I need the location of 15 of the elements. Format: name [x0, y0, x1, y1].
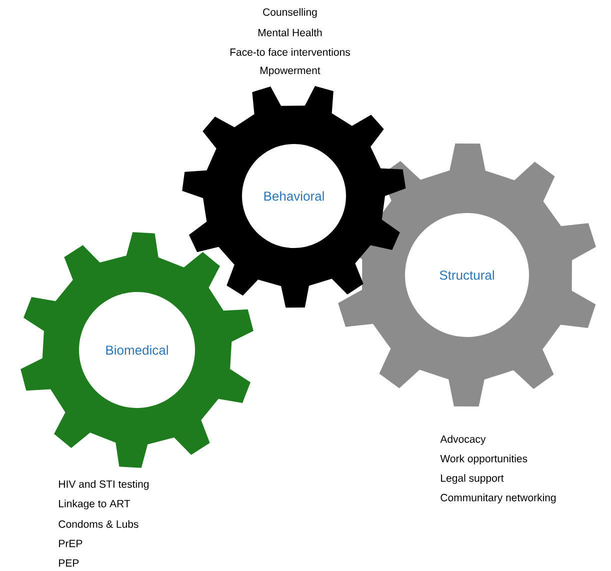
- list-item: Linkage to ART: [59, 500, 130, 510]
- list-item: Communitary networking: [440, 494, 556, 504]
- list-item: Mental Health: [258, 28, 322, 36]
- list-item: Condoms & Lubs: [58, 520, 138, 528]
- list-item: Work opportunities: [440, 454, 528, 464]
- gear: Behavioral: [182, 86, 406, 308]
- list-item: Face-to face interventions: [230, 48, 350, 56]
- list-item: PEP: [59, 559, 79, 567]
- list-item: Advocacy: [440, 435, 486, 445]
- gear: Biomedical: [20, 232, 254, 468]
- list-item: Legal support: [441, 474, 504, 484]
- list-item: PrEP: [59, 540, 82, 548]
- list-item: HIV and STI testing: [59, 480, 149, 490]
- list-item: Mpowerment: [260, 66, 320, 76]
- list-item: Counselling: [263, 8, 317, 18]
